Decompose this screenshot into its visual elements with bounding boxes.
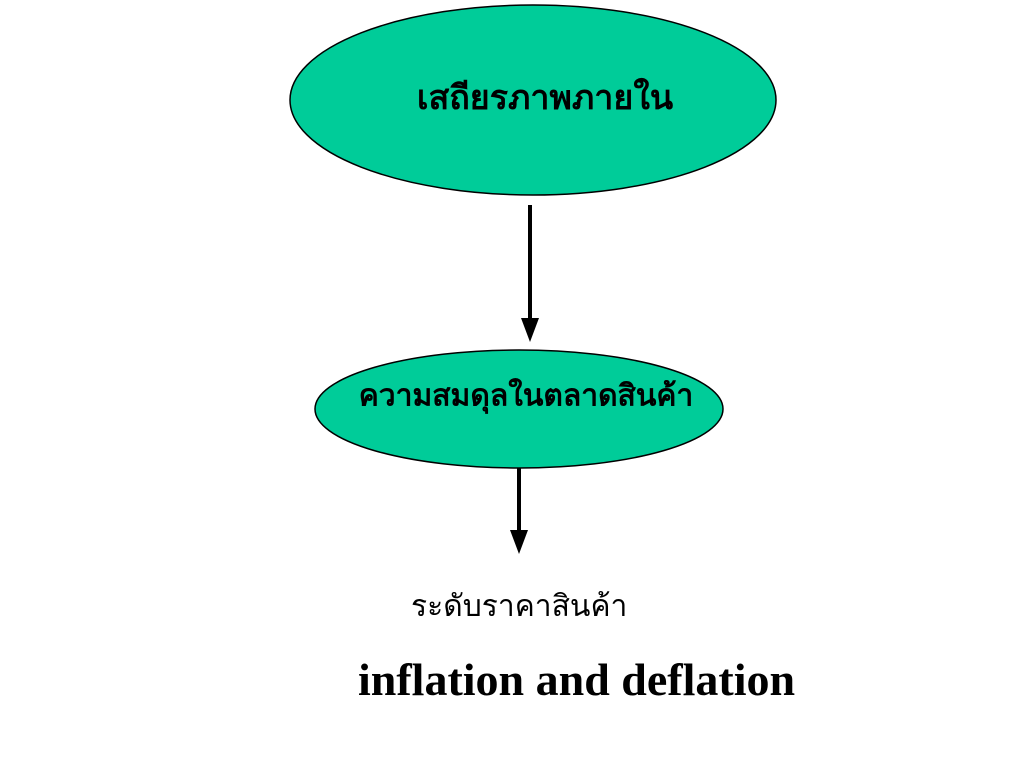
arrowhead-2 [510, 530, 528, 554]
arrowhead-1 [521, 318, 539, 342]
price-level-label: ระดับราคาสินค้า [411, 589, 628, 624]
goods-market-equilibrium-label: ความสมดุลในตลาดสินค้า [358, 378, 694, 414]
internal-stability-node [289, 4, 777, 196]
internal-stability-label: เสถียรภาพภายใน [416, 78, 674, 118]
inflation-deflation-caption: inflation and deflation [358, 654, 796, 705]
